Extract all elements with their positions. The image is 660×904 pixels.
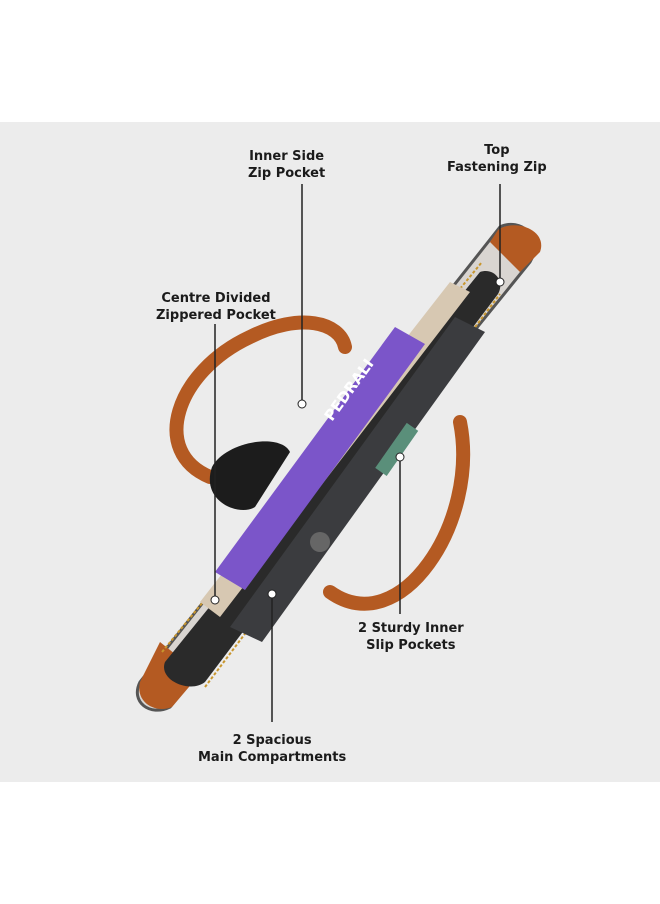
right-handle <box>323 415 471 611</box>
callout-line-2: Main Compartments <box>198 750 347 765</box>
purple-book <box>215 327 425 590</box>
callout-line-2: Zip Pocket <box>248 166 326 181</box>
tote-bag-illustration: PEDRALI <box>135 184 542 722</box>
callout-line-1: 2 Sturdy Inner <box>358 621 464 636</box>
laptop <box>230 317 485 642</box>
callout-top-fastening-zip: Top Fastening Zip <box>447 142 547 176</box>
callout-spacious-main-compartments: 2 Spacious Main Compartments <box>198 732 346 766</box>
callout-line-2: Slip Pockets <box>366 638 456 653</box>
callout-sturdy-inner-slip-pockets: 2 Sturdy Inner Slip Pockets <box>358 620 464 654</box>
black-pouch <box>209 441 290 511</box>
left-handle <box>169 315 352 484</box>
top-leather-trim <box>490 225 542 272</box>
callout-line-1: Centre Divided <box>161 291 271 306</box>
callout-centre-divided-zippered-pocket: Centre Divided Zippered Pocket <box>156 290 276 324</box>
leader-dots <box>210 277 505 605</box>
callout-inner-side-zip-pocket: Inner Side Zip Pocket <box>248 148 325 182</box>
pen <box>375 422 419 476</box>
callout-line-2: Zippered Pocket <box>156 308 276 323</box>
callout-line-2: Fastening Zip <box>447 160 547 175</box>
slip-pocket-item <box>310 532 330 552</box>
product-photo: PEDRALI Inner Side Zip Pocket Top Fa <box>0 122 660 782</box>
leader-lines <box>214 184 501 722</box>
callout-line-1: 2 Spacious <box>232 733 312 748</box>
callout-line-1: Inner Side <box>249 149 325 164</box>
callout-line-1: Top <box>484 143 510 158</box>
